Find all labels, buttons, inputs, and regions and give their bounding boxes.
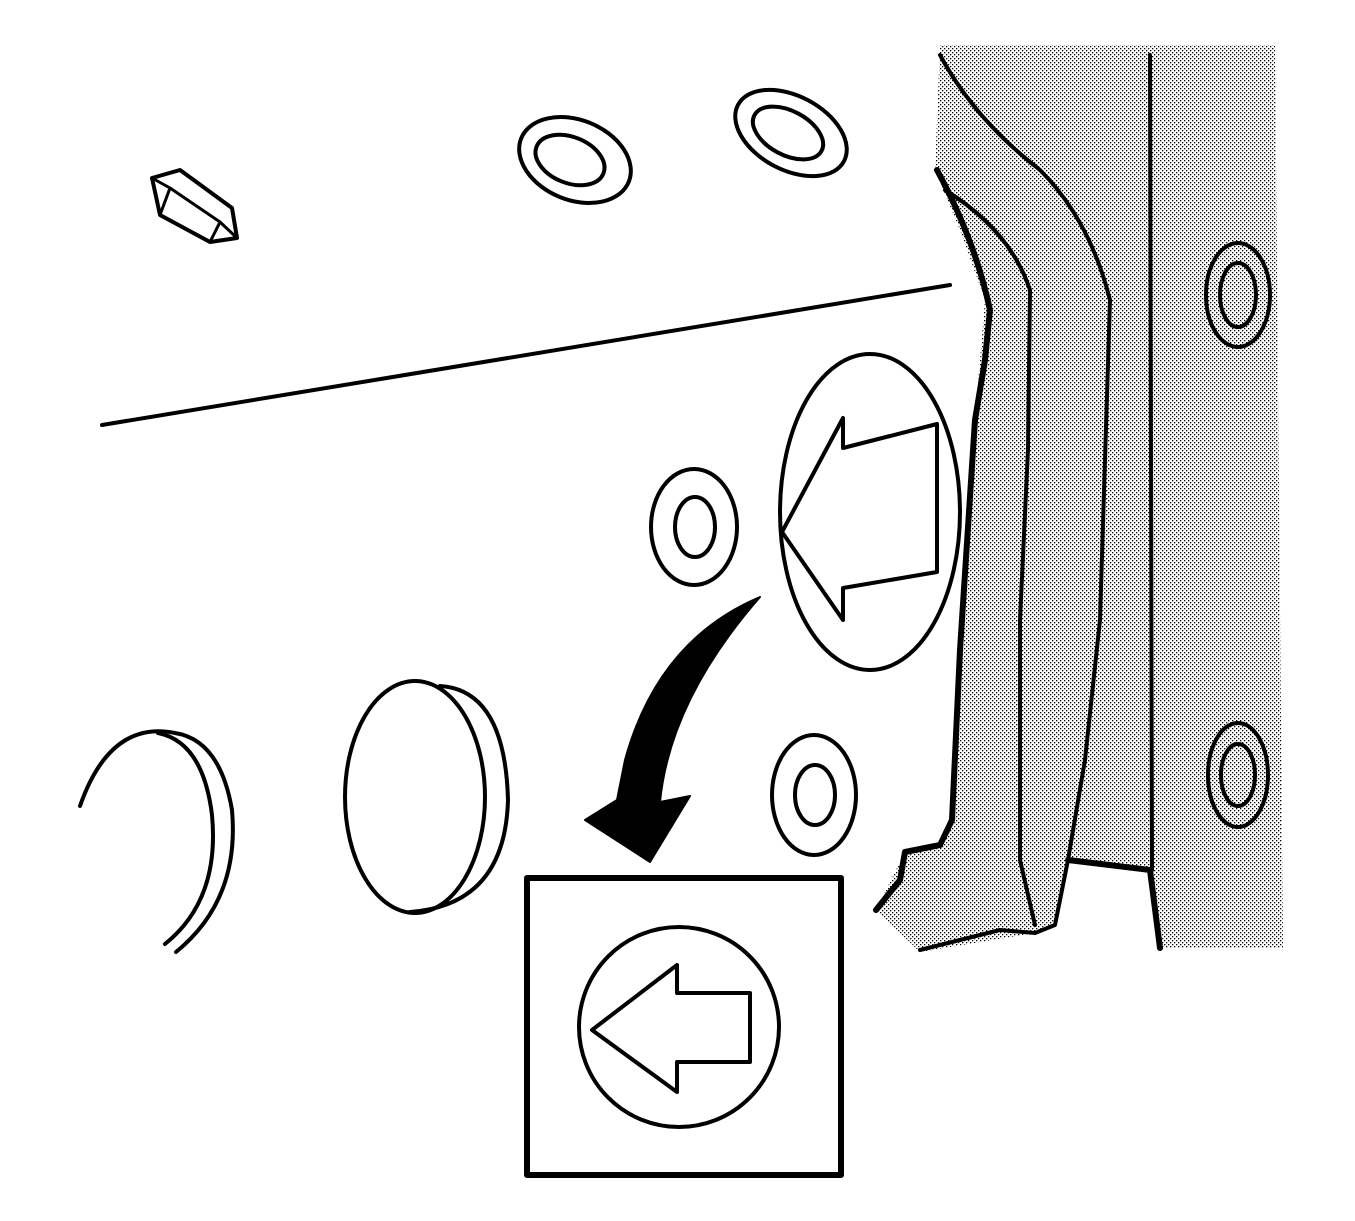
block-arrow-mark bbox=[778, 352, 962, 672]
core-plug-left bbox=[78, 729, 235, 954]
boss-upper-left bbox=[517, 115, 633, 205]
core-plug-removed bbox=[343, 679, 510, 915]
left-arrow-icon bbox=[780, 416, 939, 622]
housing-hole-upper bbox=[1204, 241, 1272, 349]
callout-box bbox=[524, 875, 844, 1178]
stippled-housing bbox=[873, 45, 1283, 952]
housing-hole-lower bbox=[1206, 721, 1270, 829]
hex-plug bbox=[150, 168, 239, 244]
block-parting-line bbox=[100, 283, 952, 427]
curved-arrow-down-left-icon bbox=[584, 596, 761, 863]
boss-upper-right bbox=[733, 87, 849, 179]
boss-middle bbox=[649, 467, 739, 587]
boss-lower bbox=[770, 733, 858, 857]
callout-left-arrow-icon bbox=[590, 963, 752, 1094]
